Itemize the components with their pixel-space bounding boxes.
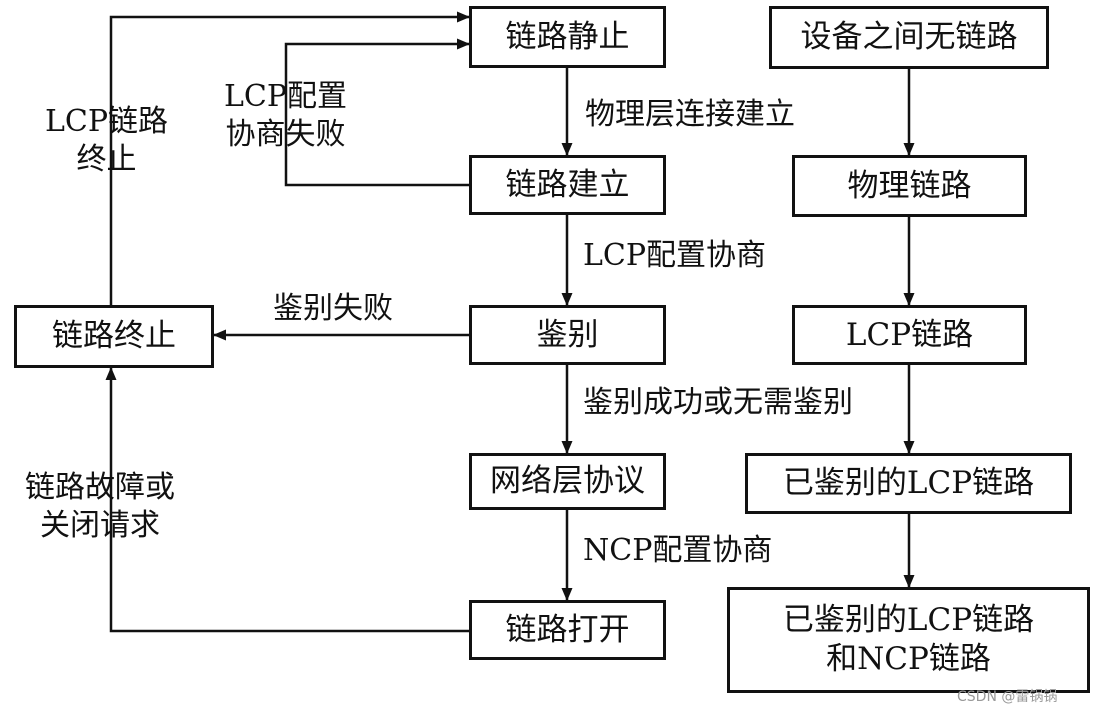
state-network-protocol: 网络层协议 xyxy=(469,453,666,510)
status-physical-link: 物理链路 xyxy=(792,155,1027,217)
label-lcp-link-terminate: LCP链路 终止 xyxy=(45,104,169,177)
arrow-lcp-terminate xyxy=(109,11,470,305)
watermark: CSDN @雷锅锅 xyxy=(957,689,1058,705)
state-link-idle: 链路静止 xyxy=(469,6,666,68)
arrow-fault-or-close xyxy=(105,367,469,633)
status-no-link: 设备之间无链路 xyxy=(769,6,1049,69)
state-authenticate: 鉴别 xyxy=(469,305,666,365)
label-fault-or-close: 链路故障或 关闭请求 xyxy=(25,470,175,543)
status-authenticated-lcp-link: 已鉴别的LCP链路 xyxy=(745,453,1072,514)
state-link-establish: 链路建立 xyxy=(469,155,666,215)
label-auth-success: 鉴别成功或无需鉴别 xyxy=(583,385,853,420)
arrow-lcp-fail xyxy=(284,38,470,187)
status-lcp-link: LCP链路 xyxy=(792,305,1027,365)
label-physical-up: 物理层连接建立 xyxy=(585,97,795,132)
label-ncp-negotiate: NCP配置协商 xyxy=(583,533,773,568)
state-link-open: 链路打开 xyxy=(469,600,666,660)
label-lcp-negotiation-fail: LCP配置 协商失败 xyxy=(224,79,348,152)
label-lcp-negotiate: LCP配置协商 xyxy=(583,238,767,273)
status-authenticated-lcp-ncp-link: 已鉴别的LCP链路 和NCP链路 xyxy=(727,587,1090,693)
state-link-terminate: 链路终止 xyxy=(14,305,214,368)
label-auth-fail: 鉴别失败 xyxy=(273,291,393,326)
